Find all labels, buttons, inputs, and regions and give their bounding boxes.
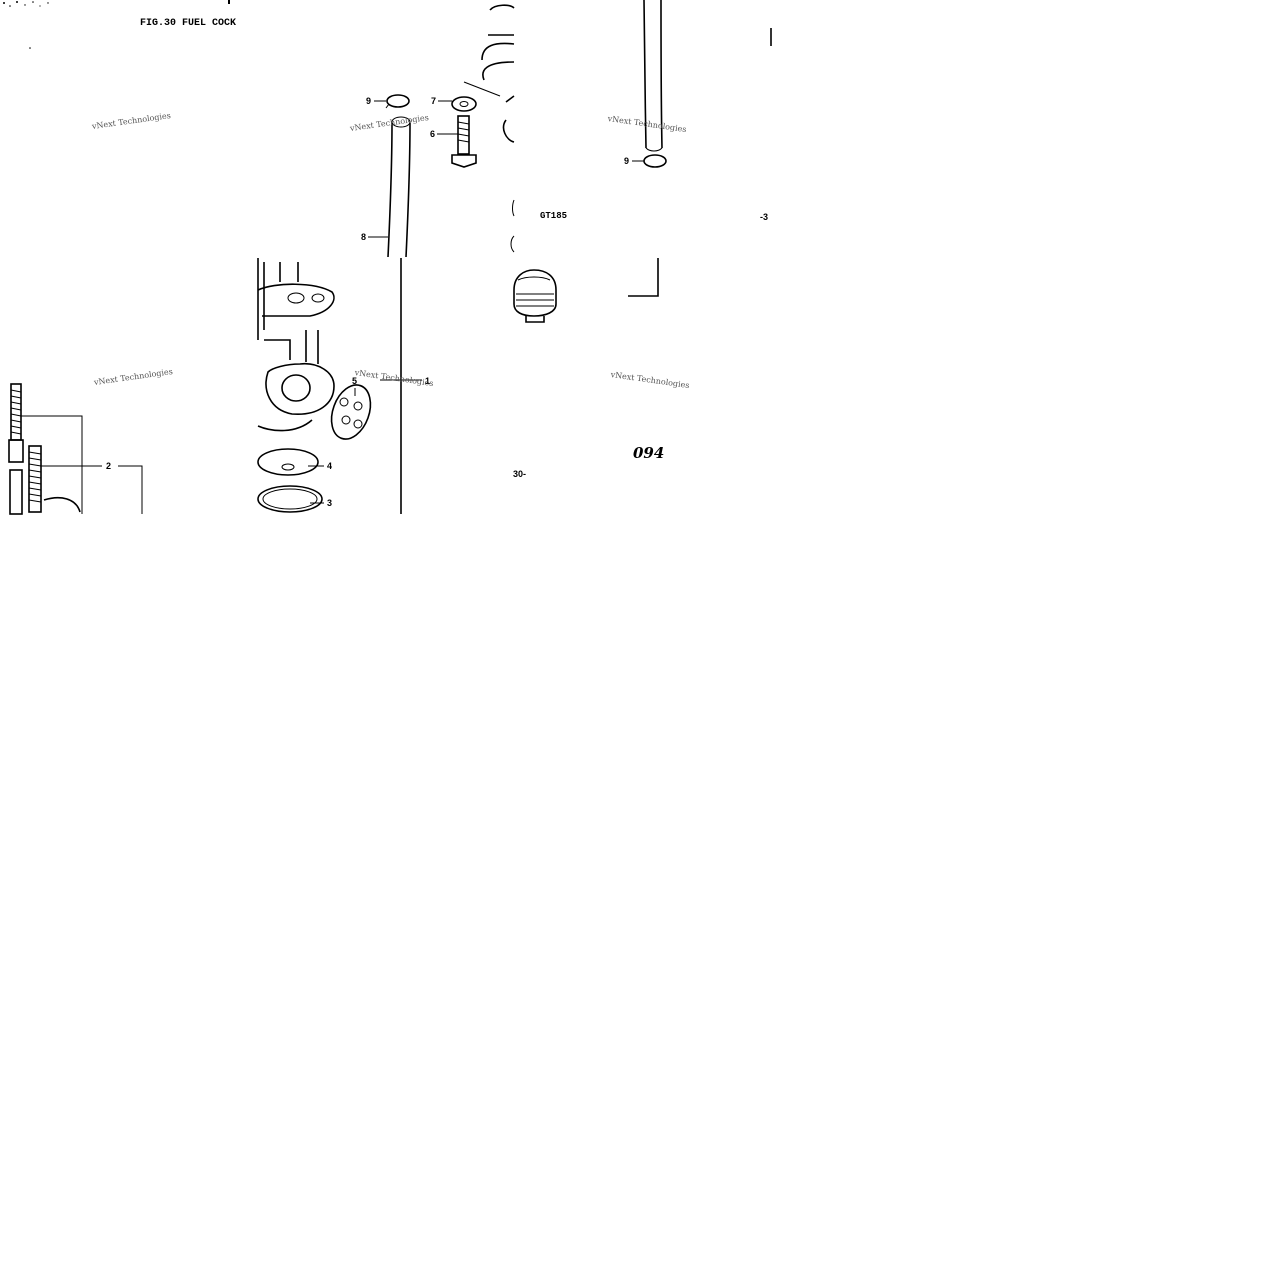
callout-2: 2 bbox=[106, 461, 111, 471]
hose-clamp-right bbox=[632, 154, 667, 168]
svg-text:vNext Technologies: vNext Technologies bbox=[90, 111, 171, 131]
fuel-cock-body bbox=[257, 258, 335, 432]
svg-text:vNext Technologies: vNext Technologies bbox=[348, 113, 429, 133]
callout-9: 9 bbox=[366, 96, 371, 106]
filter-disc-part-5 bbox=[330, 384, 372, 440]
callouts-tile5 bbox=[308, 379, 422, 504]
watermark-tile3: vNext Technologies bbox=[606, 114, 687, 134]
callout-3: 3 bbox=[327, 498, 332, 508]
edge-mark: -3 bbox=[760, 212, 768, 222]
fuel-cap bbox=[513, 269, 557, 323]
hose-clamp-part-9 bbox=[385, 94, 410, 109]
watermark-tile2: vNext Technologies bbox=[348, 113, 429, 133]
washer-part-7 bbox=[451, 96, 477, 112]
watermark-tile5: vNext Technologies bbox=[353, 368, 434, 388]
callout-7: 7 bbox=[431, 96, 436, 106]
stud-bolts bbox=[8, 383, 81, 515]
watermark-tile4: vNext Technologies bbox=[92, 367, 173, 387]
gasket-part-4 bbox=[257, 448, 319, 476]
figure-code: GT185 bbox=[540, 211, 567, 221]
callout-9-right: 9 bbox=[624, 156, 629, 166]
o-ring-part-3 bbox=[257, 485, 323, 513]
watermark-tile1: vNext Technologies bbox=[90, 111, 171, 131]
bracket-line bbox=[628, 258, 659, 297]
callout-5: 5 bbox=[352, 376, 357, 386]
callout-6: 6 bbox=[430, 129, 435, 139]
watermark-tile6: vNext Technologies bbox=[609, 370, 690, 390]
fuel-hose-upper-right bbox=[643, 0, 663, 152]
callout-8: 8 bbox=[361, 232, 366, 242]
page-number: 094 bbox=[633, 444, 664, 462]
scan-noise bbox=[3, 0, 230, 49]
svg-text:vNext Technologies: vNext Technologies bbox=[609, 370, 690, 390]
figure-title: FIG.30 FUEL COCK bbox=[140, 18, 236, 29]
page-ref: 30- bbox=[513, 469, 526, 479]
callout-4: 4 bbox=[327, 461, 332, 471]
svg-text:vNext Technologies: vNext Technologies bbox=[353, 368, 434, 388]
svg-text:vNext Technologies: vNext Technologies bbox=[606, 114, 687, 134]
bolt-part-6 bbox=[451, 115, 477, 168]
svg-text:vNext Technologies: vNext Technologies bbox=[92, 367, 173, 387]
callout-1: 1 bbox=[425, 376, 430, 386]
fuel-hose-part-8 bbox=[387, 116, 411, 258]
callouts-tile2 bbox=[368, 100, 458, 238]
fuel-cock-body-upper bbox=[463, 4, 515, 143]
callouts-tile4 bbox=[21, 415, 143, 514]
